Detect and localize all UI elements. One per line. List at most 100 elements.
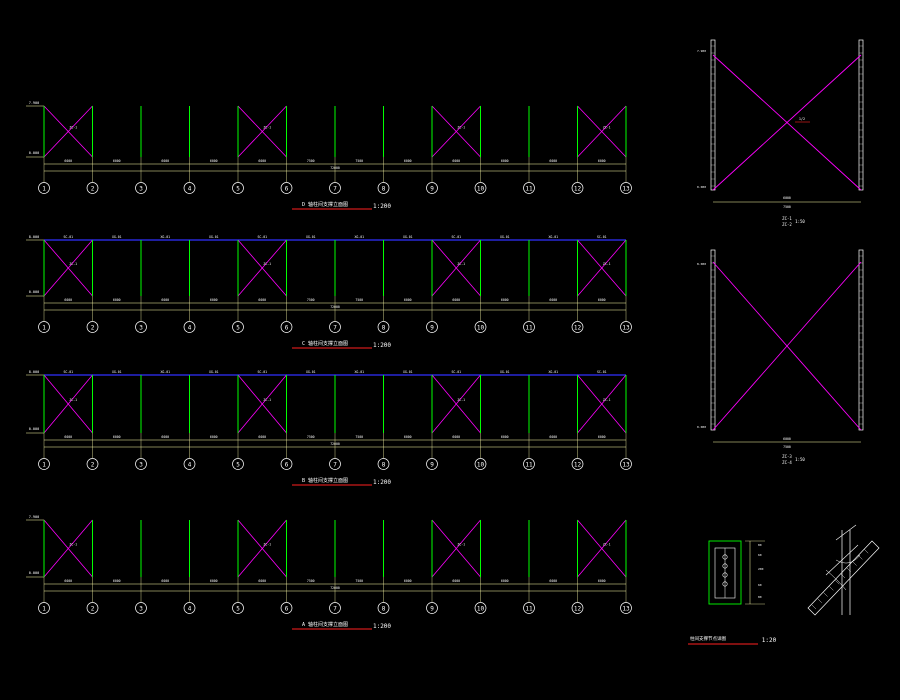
axis-number: 13	[622, 606, 630, 613]
axis-bubble	[232, 458, 244, 470]
beam-label: XG-01	[112, 235, 122, 239]
cross-brace	[577, 374, 627, 434]
brace-hatch	[829, 586, 834, 591]
beam-label: XG-01	[306, 235, 316, 239]
axis-bubble	[38, 458, 50, 470]
axis-bubble	[377, 182, 390, 194]
axis-bubble	[135, 182, 147, 194]
axis-bubble	[38, 321, 50, 333]
bay-span-label: 6000	[452, 298, 460, 302]
bay-span-label: 6000	[598, 298, 606, 302]
axis-number: 7	[333, 186, 337, 193]
axis-bubble	[426, 602, 438, 614]
axis-bubble	[377, 458, 390, 470]
axis-bubble	[377, 602, 390, 614]
axis-bubble	[571, 182, 584, 194]
node-dimension-label: 80	[758, 543, 762, 547]
detail-tag: ZC-4	[782, 460, 792, 465]
axis-bubble	[571, 321, 584, 333]
axis-bubble	[377, 321, 390, 333]
brace-tag: ZC-1	[603, 126, 611, 130]
cross-brace	[237, 239, 287, 297]
axis-number: 1	[42, 606, 46, 613]
elevation-base-label: 0.000	[29, 151, 40, 155]
node-dimension-label: 60	[758, 553, 762, 557]
cross-brace	[577, 519, 627, 578]
bay-span-label: 6000	[598, 579, 606, 583]
elevation-top-label: 8.000	[29, 370, 40, 374]
brace-tag: ZC-1	[263, 398, 271, 402]
bay-span-label: 6000	[113, 579, 121, 583]
bay-span-label: 6000	[161, 298, 169, 302]
brace-tag: ZC-1	[69, 262, 77, 266]
axis-number: 11	[525, 462, 533, 469]
axis-bubble	[523, 602, 535, 614]
bay-span-label: 7500	[355, 435, 363, 439]
axis-bubble	[280, 182, 293, 194]
node-dimension-label: 60	[758, 583, 762, 587]
detail-width-label: 6000	[783, 196, 791, 200]
bay-span-label: 6000	[549, 298, 557, 302]
axis-number: 2	[91, 606, 95, 613]
bay-span-label: 6000	[404, 579, 412, 583]
bay-span-label: 7500	[307, 159, 315, 163]
beam-label: XG-01	[160, 370, 170, 374]
brace-tag: ZC-1	[457, 398, 465, 402]
axis-number: 13	[622, 186, 630, 193]
axis-bubble	[38, 182, 50, 194]
detail-width-label: 7500	[783, 445, 791, 449]
brace-hatch	[846, 567, 851, 572]
axis-bubble	[329, 458, 341, 470]
gusset-edge	[825, 544, 859, 576]
beam-label: XG-01	[306, 370, 316, 374]
axis-bubble	[426, 321, 438, 333]
bay-span-label: 7500	[307, 298, 315, 302]
elevation-top-label: 7.900	[29, 515, 40, 519]
cross-brace	[431, 374, 481, 434]
axis-number: 12	[574, 186, 582, 193]
beam-label: XG-01	[548, 370, 558, 374]
bolt-hole	[722, 572, 728, 578]
axis-number: 13	[622, 325, 630, 332]
axis-bubble	[38, 602, 50, 614]
bay-span-label: 6000	[113, 298, 121, 302]
bay-span-label: 6000	[501, 435, 509, 439]
bay-span-label: 6000	[598, 435, 606, 439]
axis-number: 9	[430, 186, 434, 193]
beam-label: SC-01	[63, 370, 73, 374]
beam-label: XG-01	[403, 235, 413, 239]
axis-bubble	[620, 458, 632, 470]
beam-label: XG-01	[354, 235, 364, 239]
elevation-base-label: 0.000	[29, 571, 40, 575]
bay-span-label: 6000	[501, 579, 509, 583]
detail-elev-base: 0.000	[697, 185, 706, 189]
axis-bubble	[620, 321, 632, 333]
gusset-plate	[708, 540, 742, 605]
axis-number: 1	[42, 325, 46, 332]
axis-number: 7	[333, 325, 337, 332]
axis-number: 6	[285, 186, 289, 193]
bay-span-label: 6000	[549, 159, 557, 163]
axis-bubble	[232, 602, 244, 614]
axis-bubble	[329, 321, 341, 333]
bay-span-label: 6000	[210, 435, 218, 439]
axis-number: 10	[477, 606, 485, 613]
brace-hatch	[835, 580, 840, 585]
axis-bubble	[135, 602, 147, 614]
axis-number: 5	[236, 462, 240, 469]
axis-bubble	[135, 321, 147, 333]
axis-number: 11	[525, 325, 533, 332]
bay-span-label: 6000	[64, 579, 72, 583]
bay-span-label: 6000	[452, 435, 460, 439]
brace-tag: ZC-1	[603, 543, 611, 547]
axis-bubble	[86, 321, 99, 333]
axis-number: 10	[477, 325, 485, 332]
axis-bubble	[620, 182, 632, 194]
beam-label: XG-01	[354, 370, 364, 374]
axis-number: 1	[42, 462, 46, 469]
brace-hatch	[817, 598, 822, 603]
axis-bubble	[86, 602, 99, 614]
axis-bubble	[329, 182, 341, 194]
